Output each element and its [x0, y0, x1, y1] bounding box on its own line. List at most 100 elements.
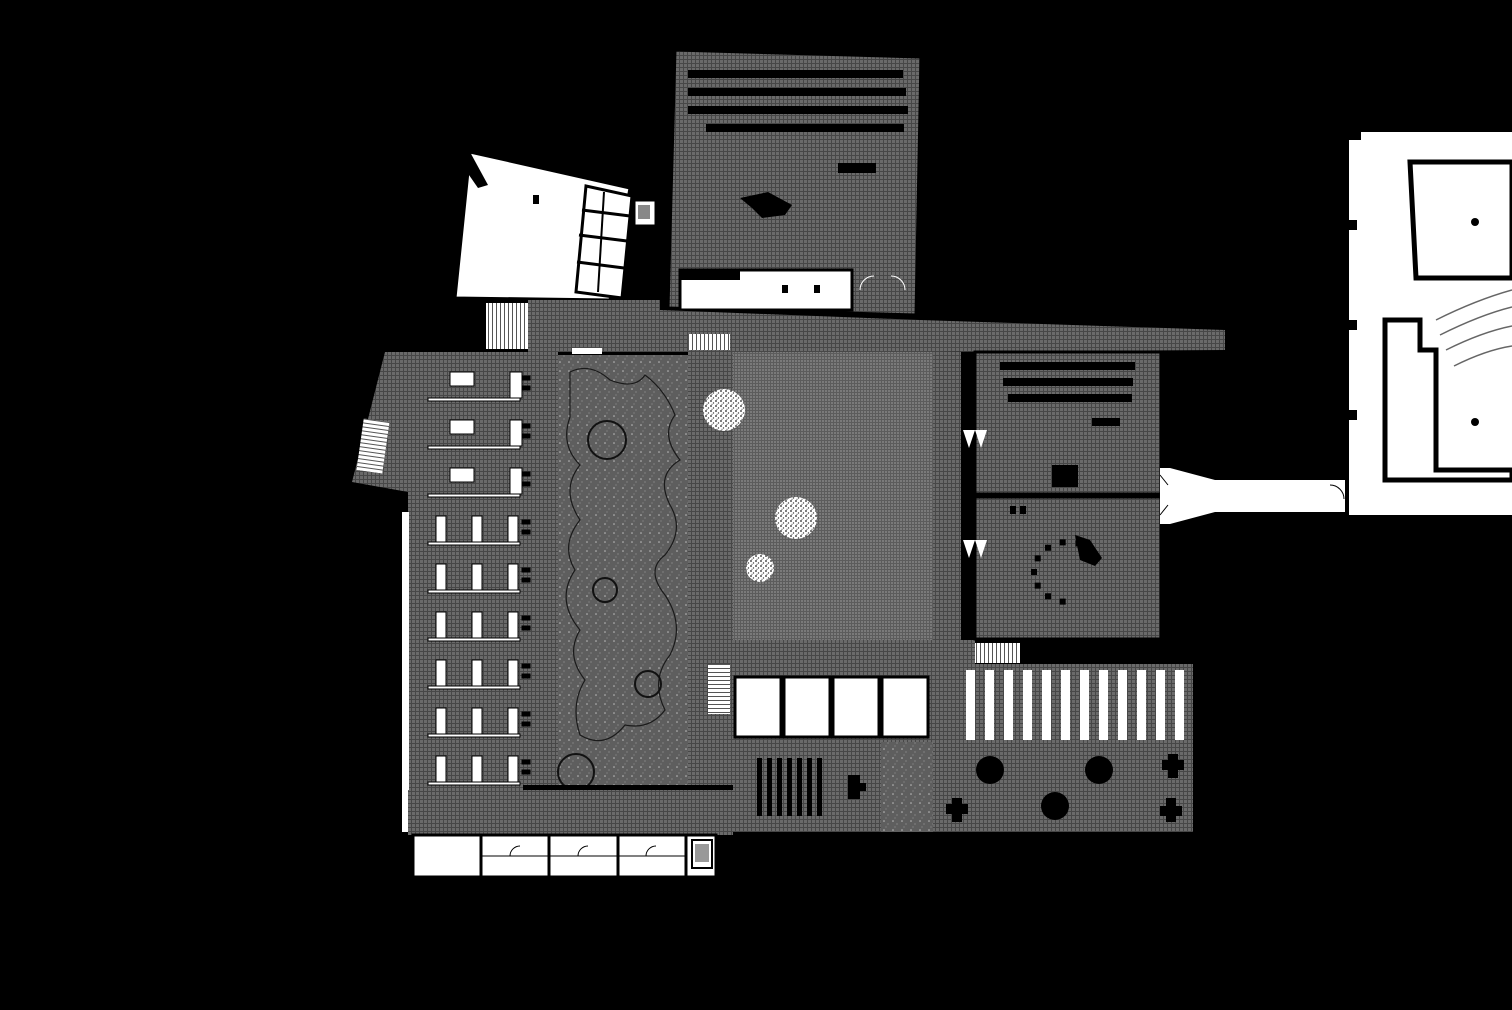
bookshelf-icon — [1023, 670, 1032, 740]
seat-row-icon — [777, 758, 782, 816]
desk-row — [427, 419, 531, 450]
desk-icon — [471, 611, 483, 639]
tree-icon — [634, 670, 662, 698]
desk-icon — [435, 563, 447, 591]
tree-icon — [592, 577, 618, 603]
study-hall — [352, 352, 558, 835]
music-stands — [757, 758, 822, 816]
seat-row-icon — [767, 758, 772, 816]
main-corridor — [486, 300, 1225, 354]
chair-icon — [1075, 540, 1082, 547]
bookshelf-icon — [985, 670, 994, 740]
desk-icon — [507, 659, 519, 687]
stairs-icon — [975, 643, 1020, 663]
bookshelf-icon — [1156, 670, 1165, 740]
toilet-block — [574, 184, 634, 300]
door-swing-icon — [963, 540, 987, 558]
auditorium-lectern — [838, 163, 876, 173]
chair-icon — [1034, 582, 1041, 589]
seat-row-icon — [787, 758, 792, 816]
desk-row — [427, 755, 531, 786]
round-table-icon — [976, 756, 1004, 784]
chair-icon — [1045, 593, 1052, 600]
seat-row-icon — [807, 758, 812, 816]
desk-icon — [435, 707, 447, 735]
auditorium — [666, 48, 923, 317]
chair-icon — [1034, 555, 1041, 562]
desk-icon — [435, 659, 447, 687]
desk-row — [427, 707, 531, 738]
stairs-icon — [486, 303, 528, 349]
desk-icon — [507, 611, 519, 639]
desk-icon — [449, 371, 475, 387]
bookshelf-icon — [1137, 670, 1146, 740]
seat-row-icon — [757, 758, 762, 816]
desk-icon — [435, 611, 447, 639]
desk-icon — [471, 755, 483, 783]
desk-icon — [509, 467, 523, 495]
auditorium-lobby — [678, 268, 854, 312]
tree-icon — [587, 420, 627, 460]
desk-icon — [449, 467, 475, 483]
seat-row-icon — [817, 758, 822, 816]
auditorium-seating — [688, 70, 908, 132]
tree-icon — [775, 497, 817, 539]
seat-row-icon — [797, 758, 802, 816]
lecture-room — [963, 350, 1163, 496]
desk-icon — [509, 419, 523, 447]
desk-row — [427, 659, 531, 690]
bookshelf-icon — [1099, 670, 1108, 740]
chair-icon — [1031, 569, 1037, 575]
practice-rooms — [708, 664, 933, 742]
desk-icon — [449, 419, 475, 435]
round-table-icon — [1041, 792, 1069, 820]
bookshelves — [966, 670, 1184, 740]
chair-icon — [1089, 547, 1096, 554]
round-table-icon — [1085, 756, 1113, 784]
desk-row — [427, 515, 531, 546]
bookshelf-icon — [1004, 670, 1013, 740]
desk-icon — [509, 371, 523, 399]
desk-icon — [471, 659, 483, 687]
desk-row — [427, 611, 531, 642]
stairs-icon — [356, 418, 390, 474]
desk-row — [427, 467, 531, 498]
desk-icon — [435, 755, 447, 783]
service-rooms — [411, 833, 718, 879]
chair-icon — [1045, 544, 1052, 551]
cross-sofa-icon — [946, 754, 1184, 822]
desk-icon — [471, 707, 483, 735]
desk-icon — [507, 707, 519, 735]
seminar-room — [963, 495, 1163, 641]
desk-row — [427, 371, 531, 402]
library — [933, 664, 1193, 832]
existing-building — [1349, 132, 1512, 515]
tree-icon — [703, 389, 745, 431]
bridge — [1159, 468, 1345, 524]
desk-icon — [507, 563, 519, 591]
bookshelf-icon — [1061, 670, 1070, 740]
chair-icon — [1059, 539, 1066, 546]
door-swing-icon — [963, 430, 987, 448]
wedge-room — [453, 150, 658, 302]
study-desks — [427, 371, 531, 786]
bookshelf-icon — [1118, 670, 1127, 740]
column-icon — [1471, 418, 1479, 426]
door-swing-icon — [859, 275, 906, 291]
column-icon — [1471, 218, 1479, 226]
desk-icon — [471, 563, 483, 591]
desk-icon — [507, 755, 519, 783]
desk-icon — [507, 515, 519, 543]
desk-icon — [435, 515, 447, 543]
door-swing-icon — [509, 845, 657, 857]
chair-ring — [1031, 539, 1096, 605]
bookshelf-icon — [1080, 670, 1089, 740]
stairs-icon — [708, 664, 730, 714]
bookshelf-icon — [1042, 670, 1051, 740]
chair-icon — [1059, 598, 1066, 605]
bookshelf-icon — [966, 670, 975, 740]
piano-icon — [740, 192, 792, 218]
bookshelf-icon — [1175, 670, 1184, 740]
desk-row — [427, 563, 531, 594]
